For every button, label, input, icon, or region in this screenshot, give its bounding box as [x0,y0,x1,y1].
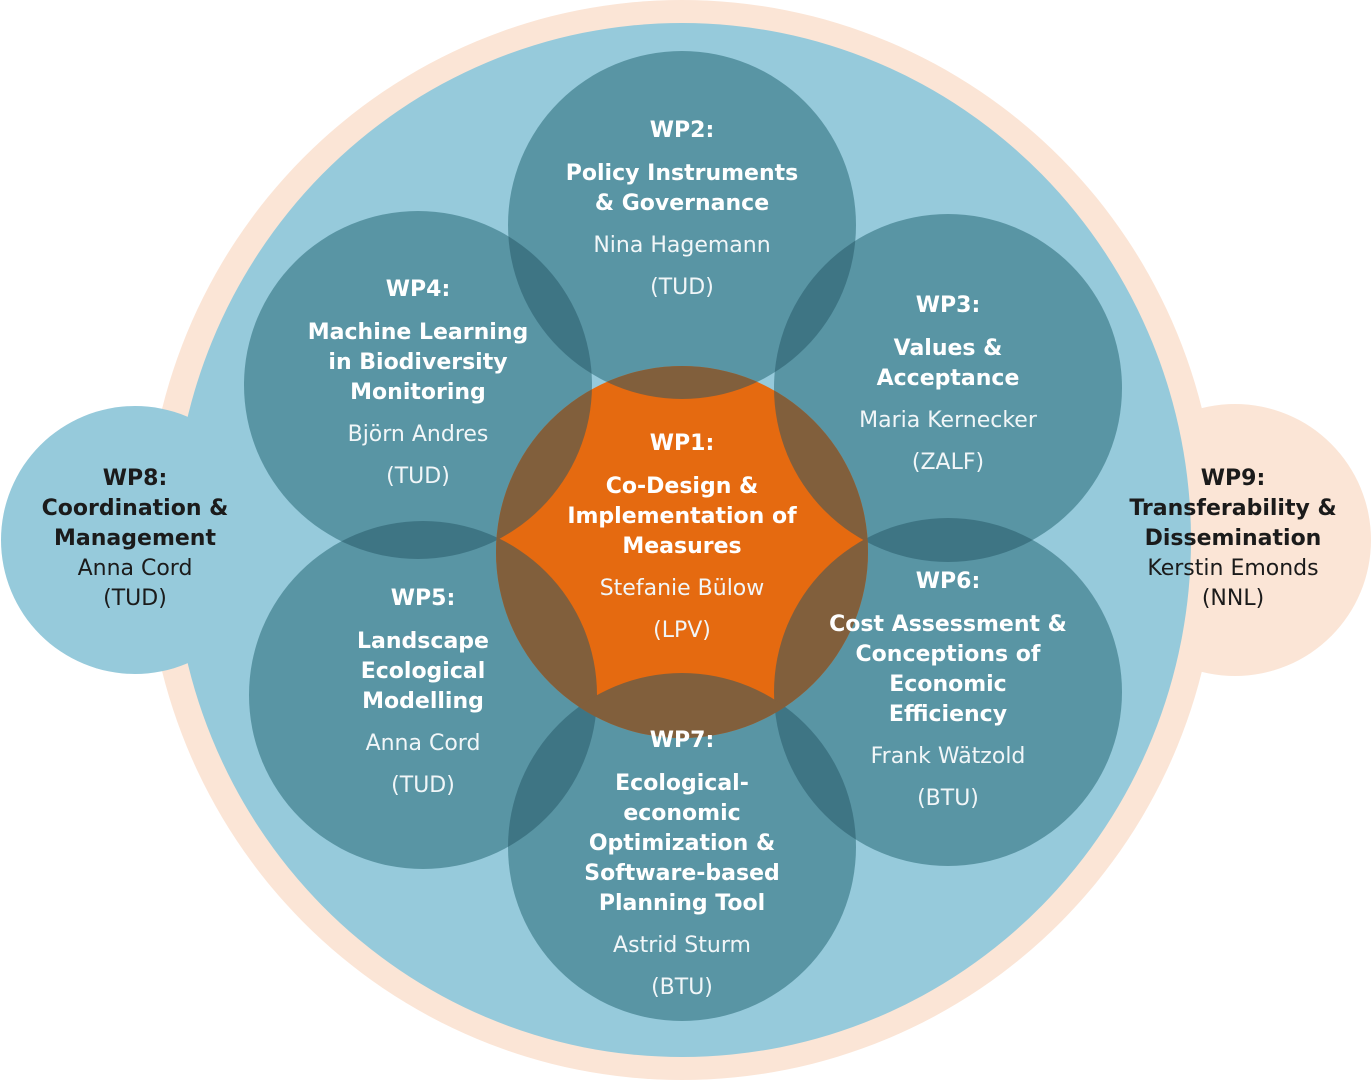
wp7-label: WP7: Ecological- economic Optimization &… [584,726,779,1003]
wp1-title-line-2: Implementation of [567,504,797,529]
wp7-id: WP7: [649,728,715,753]
wp5-institution: (TUD) [391,773,455,798]
wp2-title-line-1: Policy Instruments [565,161,799,186]
wp4-circle [244,211,592,559]
wp1-title-line-1: Co-Design & [605,474,759,499]
wp8-id: WP8: [102,466,168,491]
wp7-circle [508,673,856,1021]
wp3-label: WP3: Values & Acceptance Maria Kernecker… [859,291,1037,478]
wp8-title-line-1: Coordination & [41,496,229,521]
wp3-id: WP3: [915,293,981,318]
wp6-label: WP6: Cost Assessment & Conceptions of Ec… [829,567,1067,814]
wp2-institution: (TUD) [650,275,714,300]
wp4-institution: (TUD) [386,464,450,489]
wp9-title-line-1: Transferability & [1129,496,1337,521]
wp5-id: WP5: [390,586,456,611]
wp7-person: Astrid Sturm [613,933,751,958]
wp7-title-line-2: economic [623,801,741,826]
wp9-person: Kerstin Emonds [1147,556,1319,581]
wp8-institution: (TUD) [103,586,167,611]
wp1-institution: (LPV) [653,618,711,643]
wp2-label: WP2: Policy Instruments & Governance Nin… [566,116,798,303]
wp6-person: Frank Wätzold [870,744,1026,769]
wp3-person: Maria Kernecker [859,408,1037,433]
wp4-title-line-1: Machine Learning [307,320,529,345]
wp4-title-line-3: Monitoring [350,380,486,405]
wp1-label: WP1: Co-Design & Implementation of Measu… [567,429,796,646]
wp7-institution: (BTU) [651,975,713,1000]
wp7-title-line-3: Optimization & [588,831,776,856]
wp5-title-line-1: Landscape [357,629,489,654]
wp8-circle [1,406,269,674]
wp6-title-line-3: Economic [889,672,1007,697]
wp2-person: Nina Hagemann [593,233,771,258]
wp9-id: WP9: [1200,466,1266,491]
wp4-title-line-2: in Biodiversity [328,350,508,375]
wp2-title-line-2: & Governance [594,191,770,216]
wp3-circle [774,214,1122,562]
wp3-title-line-2: Acceptance [876,366,1020,391]
wp2-circle [508,51,856,399]
wp4-label: WP4: Machine Learning in Biodiversity Mo… [308,275,528,492]
wp5-title-line-3: Modelling [362,689,484,714]
wp7-title-line-5: Planning Tool [598,891,766,916]
wp9-title-line-2: Dissemination [1144,526,1322,551]
wp8-label: WP8: Coordination & Management Anna Cord… [42,464,229,614]
wp6-title-line-1: Cost Assessment & [829,612,1067,637]
wp6-institution: (BTU) [917,786,979,811]
wp1-title-line-3: Measures [622,534,742,559]
wp5-title-line-2: Ecological [360,659,486,684]
wp1-id: WP1: [649,431,715,456]
wp8-title-line-2: Management [54,526,216,551]
wp6-title-line-2: Conceptions of [855,642,1041,667]
wp3-title-line-1: Values & [893,336,1003,361]
wp6-title-line-4: Efficiency [888,702,1008,727]
wp9-label: WP9: Transferability & Dissemination Ker… [1129,464,1336,614]
wp4-person: Björn Andres [347,422,489,447]
wp4-id: WP4: [385,277,451,302]
wp6-id: WP6: [915,569,981,594]
wp3-institution: (ZALF) [911,450,985,475]
wp5-person: Anna Cord [365,731,481,756]
wp9-institution: (NNL) [1201,586,1265,611]
wp1-person: Stefanie Bülow [599,576,765,601]
wp8-person: Anna Cord [77,556,193,581]
wp6-circle [774,518,1122,866]
wp2-id: WP2: [649,118,715,143]
wp5-label: WP5: Landscape Ecological Modelling Anna… [357,584,489,801]
wp7-title-line-4: Software-based [584,861,780,886]
wp7-title-line-1: Ecological- [615,771,749,796]
